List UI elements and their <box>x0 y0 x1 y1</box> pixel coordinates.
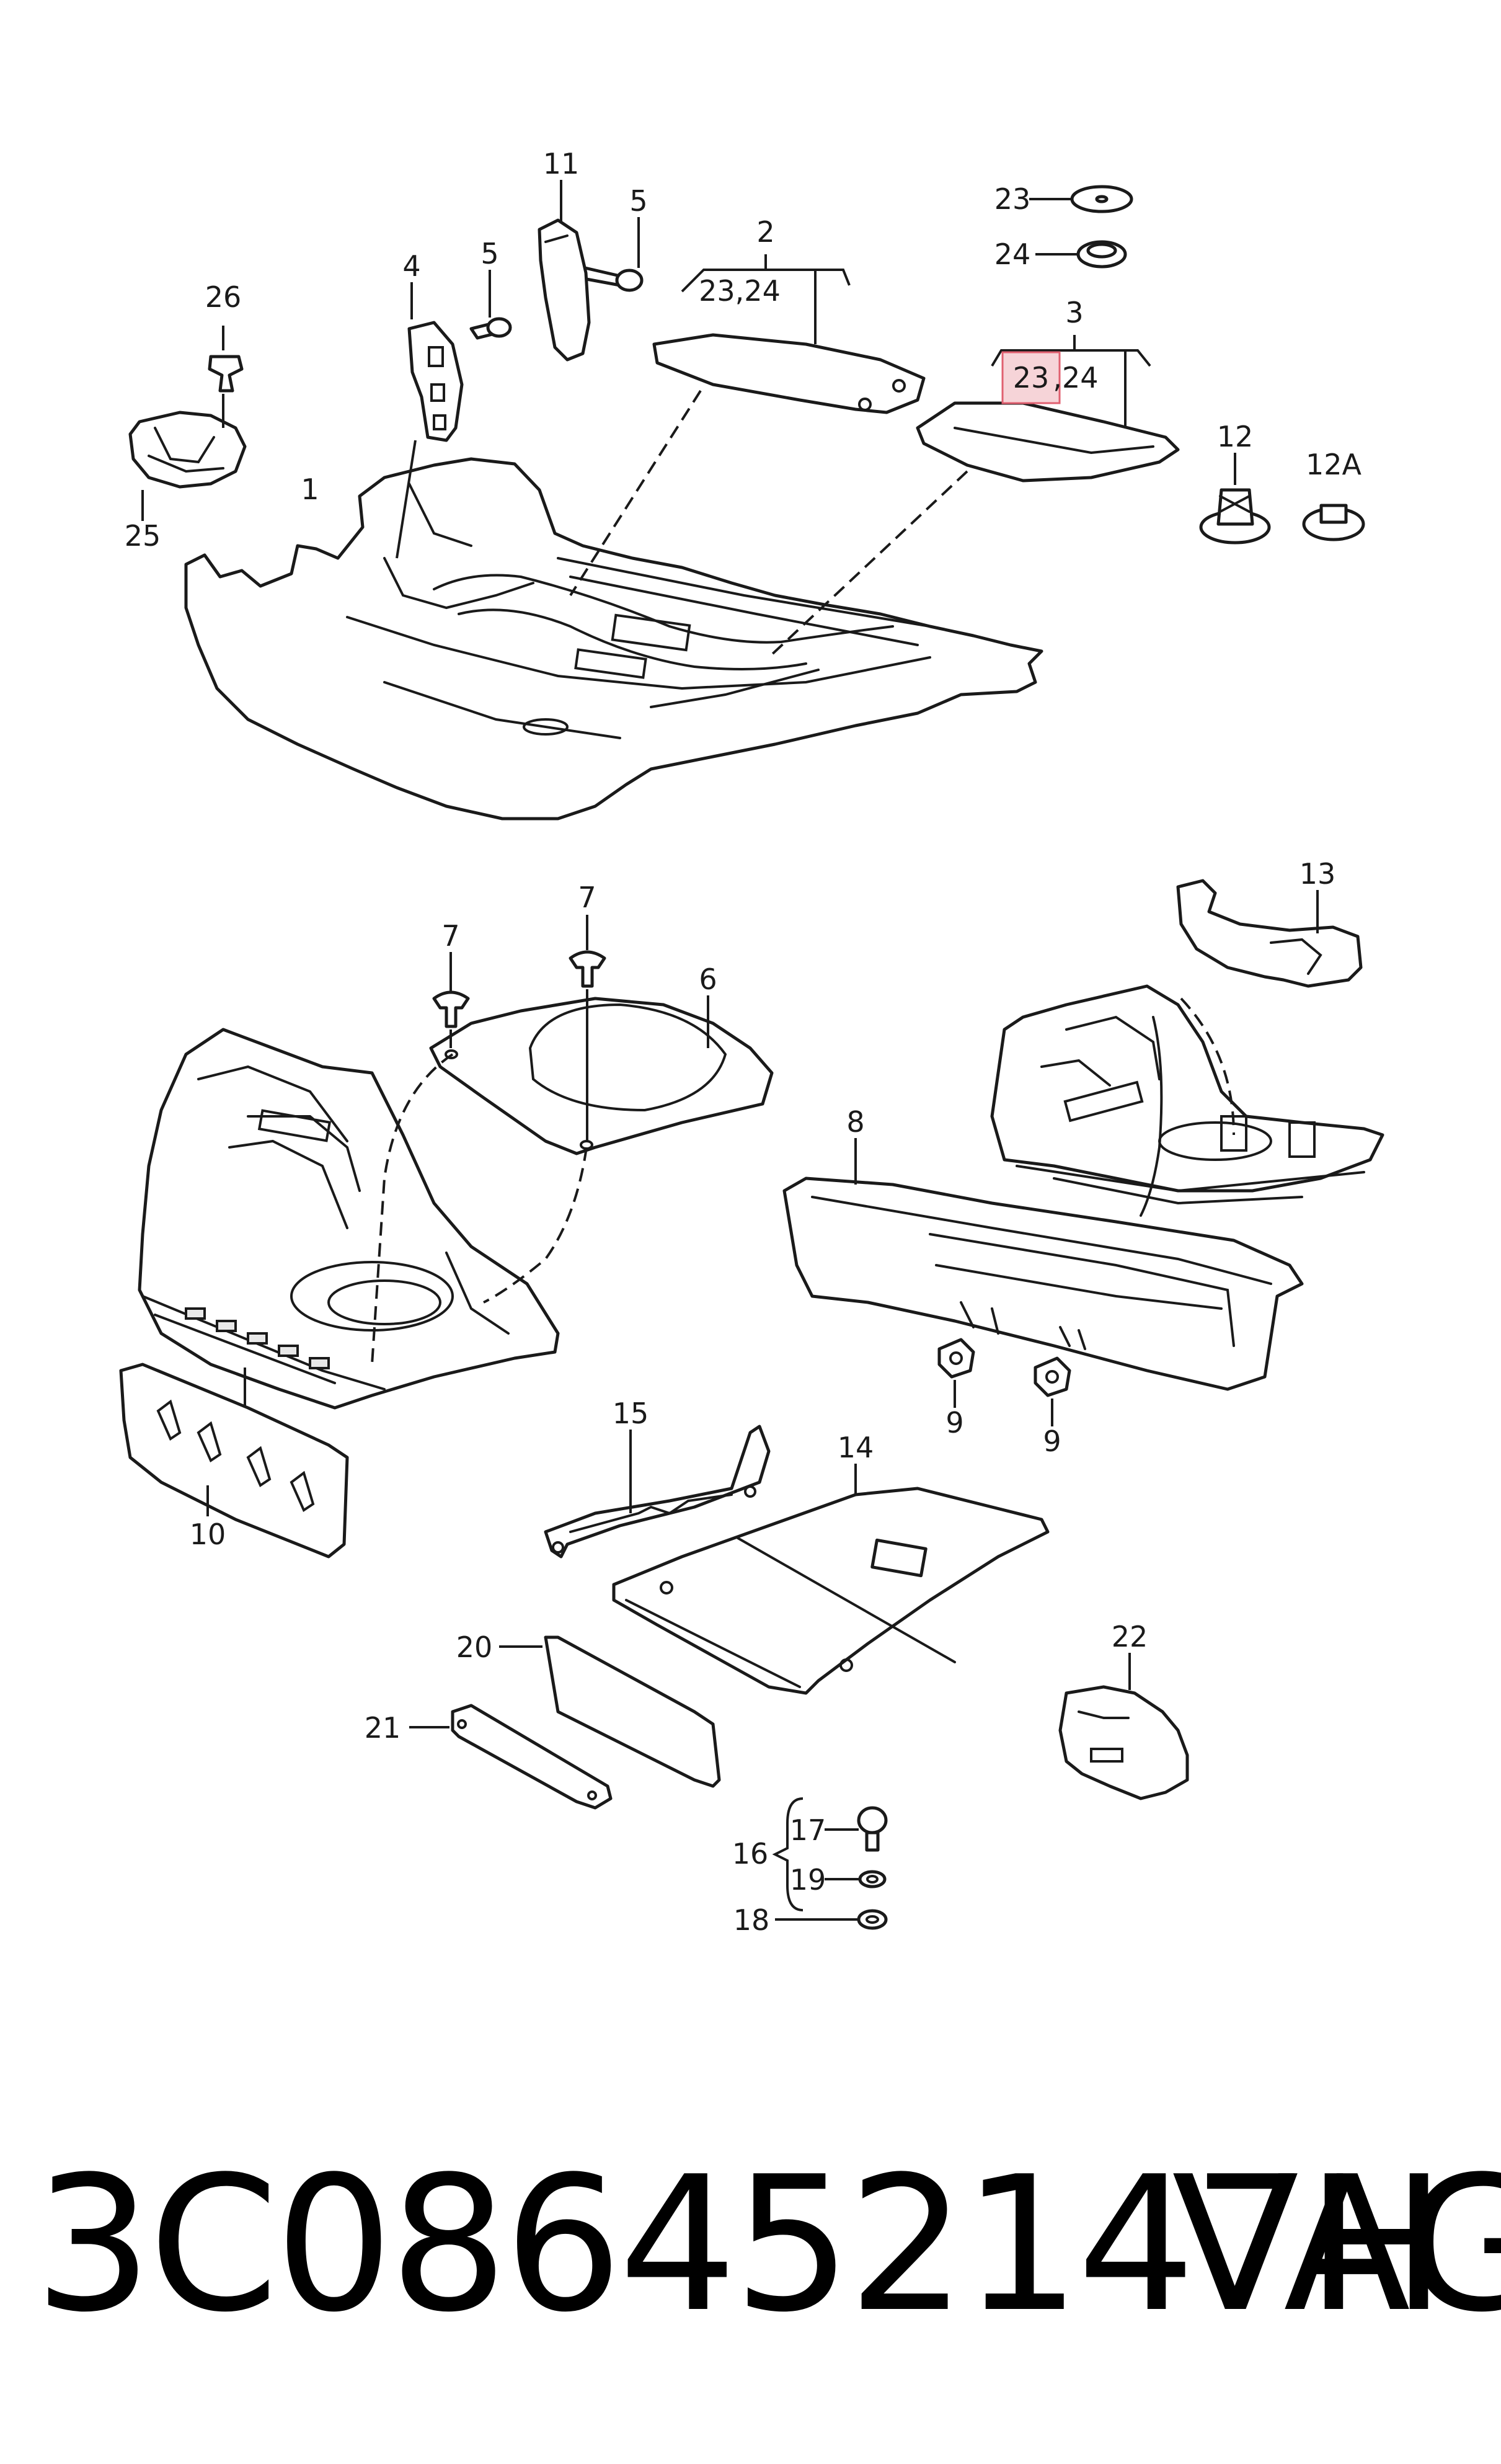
part-2-insulation-mat[interactable] <box>652 333 926 414</box>
part-23-washer[interactable] <box>1070 185 1133 213</box>
callout-17: 17 <box>790 1813 826 1847</box>
callout-3-sub-b: ,24 <box>1053 361 1098 394</box>
callout-4: 4 <box>402 249 420 283</box>
part-5-bolt-left[interactable] <box>469 317 512 340</box>
part-26-clip[interactable] <box>208 355 244 393</box>
part-7-clip-right[interactable] <box>569 950 606 988</box>
part-9-nut-left[interactable] <box>937 1338 975 1379</box>
footer-brand: VAG <box>1172 2137 1501 2353</box>
part-14-floor-board[interactable] <box>612 1487 1050 1695</box>
callout-16: 16 <box>732 1837 769 1870</box>
part-17-eye-bolt[interactable] <box>857 1806 888 1852</box>
callout-18: 18 <box>733 1903 770 1937</box>
part-20-panel[interactable] <box>544 1635 721 1788</box>
callout-23: 23 <box>994 182 1031 216</box>
callout-14: 14 <box>838 1431 874 1464</box>
part-18-washer[interactable] <box>857 1909 888 1930</box>
callout-5-right: 5 <box>629 184 647 218</box>
part-19-washer[interactable] <box>858 1870 887 1888</box>
part-5-bolt-right[interactable] <box>578 265 644 292</box>
trunk-interior-right <box>990 984 1384 1217</box>
part-12a-clip[interactable] <box>1302 504 1365 541</box>
callout-2: 2 <box>756 215 774 249</box>
highlight-box <box>1001 351 1061 404</box>
callout-25: 25 <box>125 519 161 553</box>
part-24-grommet[interactable] <box>1076 240 1127 269</box>
part-15-strip[interactable] <box>544 1425 771 1559</box>
callout-3: 3 <box>1065 296 1083 329</box>
part-22-bracket[interactable] <box>1058 1685 1189 1800</box>
callout-6: 6 <box>699 963 717 996</box>
part-12-clip[interactable] <box>1199 488 1271 545</box>
callout-9-right: 9 <box>1043 1425 1061 1458</box>
part-9-nut-right[interactable] <box>1034 1356 1071 1397</box>
callout-8: 8 <box>846 1105 864 1139</box>
callout-7-right: 7 <box>578 881 596 914</box>
part-6-cover[interactable] <box>429 997 774 1155</box>
callout-10: 10 <box>190 1518 226 1551</box>
callout-9-left: 9 <box>945 1406 963 1439</box>
footer-part-number: 3C086452147H <box>34 2137 1446 2353</box>
callout-22: 22 <box>1112 1620 1148 1653</box>
callout-19: 19 <box>790 1863 826 1897</box>
callout-12a: 12A <box>1306 448 1362 481</box>
callout-3-sub-a: 23 <box>1013 361 1050 394</box>
callout-1: 1 <box>301 473 319 506</box>
callout-13: 13 <box>1300 857 1336 891</box>
callout-20: 20 <box>456 1630 493 1664</box>
callout-7-left: 7 <box>441 919 459 953</box>
part-3-insulation-mat[interactable] <box>916 401 1180 483</box>
callout-11: 11 <box>543 147 580 180</box>
callout-5-left: 5 <box>480 237 498 270</box>
part-7-clip-left[interactable] <box>432 990 470 1028</box>
part-13-trim-piece[interactable] <box>1176 879 1363 988</box>
part-10-trim-panel[interactable] <box>119 1363 349 1559</box>
callout-2-sub: 23,24 <box>699 274 781 308</box>
callout-24: 24 <box>994 238 1031 271</box>
trunk-interior-left <box>138 1028 560 1410</box>
part-21-strip[interactable] <box>451 1704 613 1810</box>
part-8-rear-panel[interactable] <box>782 1176 1304 1391</box>
callout-15: 15 <box>613 1397 649 1430</box>
callout-21: 21 <box>365 1711 401 1745</box>
callout-12: 12 <box>1217 420 1254 453</box>
callout-26: 26 <box>205 280 242 314</box>
part-25-bracket[interactable] <box>128 411 247 489</box>
part-11-trim-piece[interactable] <box>538 218 591 362</box>
part-1-floor-covering[interactable] <box>184 457 1043 821</box>
part-4-bracket[interactable] <box>407 321 464 442</box>
